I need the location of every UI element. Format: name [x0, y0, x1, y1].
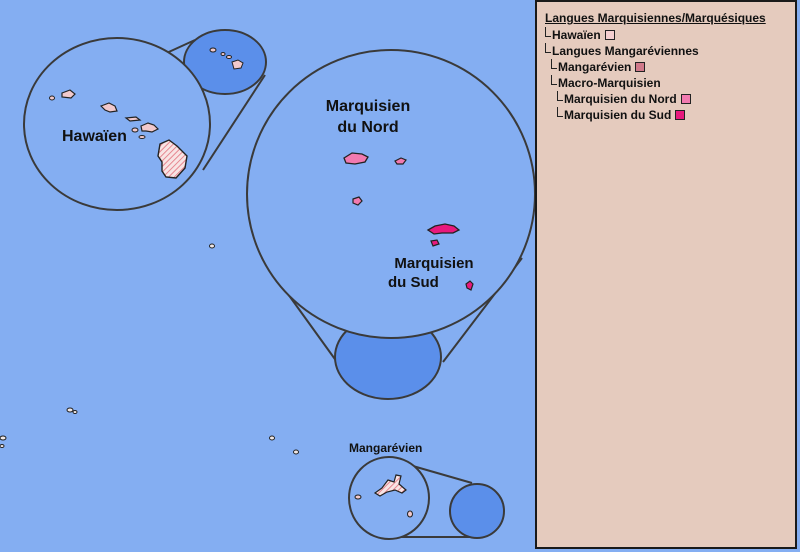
legend-item-macro-marquisien: Macro-Marquisien [551, 75, 661, 91]
marquesas-inset [246, 49, 536, 400]
label-marquisien-sud: Marquisien du Sud [386, 255, 482, 292]
big-island [157, 139, 188, 179]
legend-item-label: Marquisien du Nord [564, 92, 677, 106]
tree-branch-icon [551, 59, 557, 69]
label-marquisien-nord: Marquisien du Nord [318, 98, 418, 138]
hiva-oa-island [426, 223, 461, 235]
legend-item-label: Marquisien du Sud [564, 108, 672, 122]
tree-branch-icon [557, 107, 563, 117]
legend-panel: Langues Marquisiennes/Marquésiques Hawaï… [535, 0, 797, 549]
tree-branch-icon [557, 91, 563, 101]
legend-item-label: Langues Mangaréviennes [552, 44, 699, 58]
marquesas-zoom-circle [246, 49, 536, 339]
legend-swatch [635, 62, 646, 72]
legend-item-marquisien-nord: Marquisien du Nord [557, 91, 691, 107]
oahu-island [99, 102, 118, 113]
legend-swatch [675, 110, 686, 120]
mangareva-locator-circle [449, 483, 505, 539]
legend-swatch [604, 30, 615, 40]
maui-island [140, 122, 160, 133]
legend-item-mangarevien: Mangarévien [551, 59, 646, 75]
molokai-island [124, 116, 142, 122]
label-marquisien-nord-line1: Marquisien [325, 98, 411, 115]
tree-branch-icon [545, 27, 551, 37]
legend-title: Langues Marquisiennes/Marquésiques [545, 11, 766, 25]
label-marquisien-sud-line2: du Sud [388, 274, 439, 292]
label-hawaien: Hawaïen [62, 128, 127, 145]
tahuata-island [430, 239, 440, 247]
ua-huka-island [394, 157, 407, 165]
legend-item-hawaien: Hawaïen [545, 27, 615, 43]
legend-item-langues-mangareviennes: Langues Mangaréviennes [545, 43, 699, 59]
ua-pou-island [352, 196, 363, 206]
legend-item-marquisien-sud: Marquisien du Sud [557, 107, 686, 123]
mangareva-island [373, 474, 407, 497]
legend-item-label: Mangarévien [558, 60, 632, 74]
tree-branch-icon [545, 43, 551, 53]
kauai-island [61, 89, 76, 99]
hawaii-locator-circle [183, 29, 267, 95]
tree-branch-icon [551, 75, 557, 85]
legend-swatch [680, 94, 691, 104]
label-mangarevien: Mangarévien [349, 441, 423, 455]
hawaii-zoom-circle [23, 37, 211, 211]
mangareva-zoom-circle [348, 456, 430, 540]
nuku-hiva-island [343, 152, 369, 165]
legend-item-label: Hawaïen [552, 28, 601, 42]
hawaii-inset [23, 29, 267, 211]
label-marquisien-sud-line1: Marquisien [394, 255, 474, 272]
fatu-hiva-island [465, 280, 474, 291]
scattered-islands [0, 243, 299, 455]
label-marquisien-nord-line2: du Nord [337, 119, 399, 137]
mangareva-inset [348, 456, 505, 540]
legend-item-label: Macro-Marquisien [558, 76, 661, 90]
